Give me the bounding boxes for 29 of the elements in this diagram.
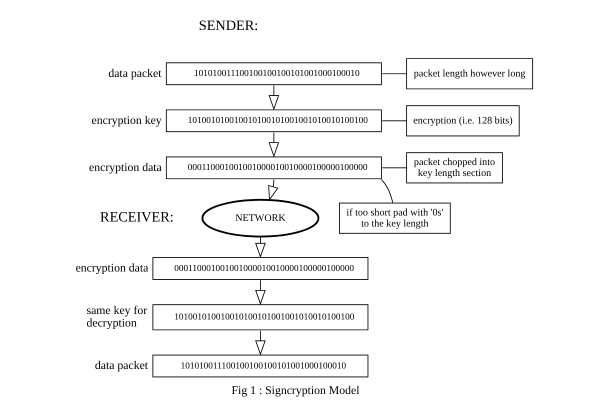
node-box: 101010011100100100100101001000100010 (152, 354, 368, 378)
node-box: 000110001001001000010010000100000100000 (166, 156, 382, 180)
node-label: data packet (108, 66, 162, 80)
connector (382, 120, 407, 122)
caption: Fig 1 : Signcryption Model (232, 384, 360, 397)
node-box: 101001010010010100101001001010010100100 (152, 304, 368, 330)
node-box: packet chopped into key length section (406, 152, 503, 184)
node-label: encryption data (76, 262, 148, 275)
label: RECEIVER: (100, 210, 174, 226)
arrow (268, 132, 280, 158)
node-label: encryption data (89, 160, 162, 174)
node-box: packet length however long (406, 58, 534, 90)
arrow (255, 280, 266, 306)
node-box: 101010011100100100100101001000100010 (166, 62, 382, 86)
label: SENDER: (198, 18, 258, 34)
node-box: encryption (i.e. 128 bits) (406, 105, 520, 136)
arrow (255, 330, 266, 356)
node-box: 000110001001001000010010000100000100000 (152, 257, 368, 280)
node-label: data packet (94, 359, 148, 372)
node-label: encryption key (92, 114, 162, 127)
node-label: same key for decryption (86, 304, 148, 330)
node-box: 101001010010010100101001001010010100100 (166, 109, 382, 132)
arrow (255, 236, 266, 258)
connector (381, 179, 394, 204)
node-box: if too short pad with '0s' to the key length (338, 202, 451, 234)
connector (382, 167, 407, 168)
node-ellipse: NETWORK (201, 198, 320, 238)
connector (382, 73, 407, 74)
arrow (268, 85, 280, 110)
